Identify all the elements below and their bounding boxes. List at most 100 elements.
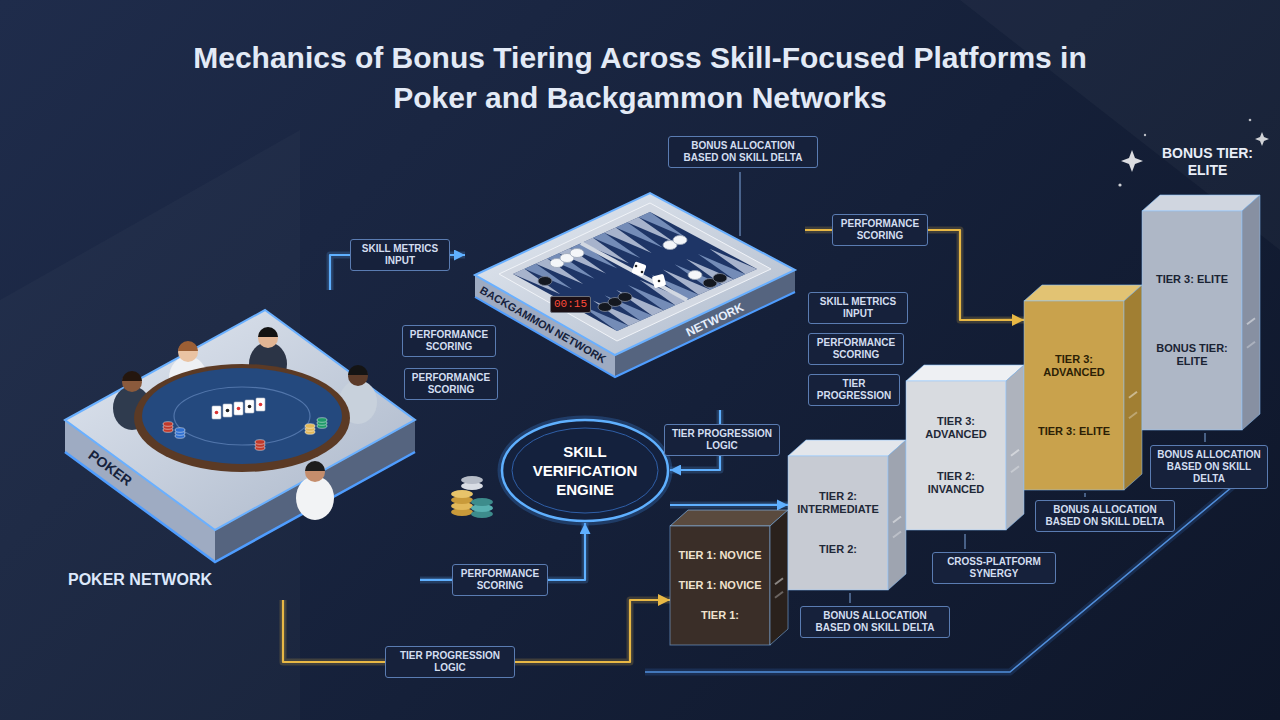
illustration-part <box>122 371 142 381</box>
illustration-part <box>175 428 185 433</box>
illustration-part <box>1085 493 1086 497</box>
illustration-part <box>234 402 243 415</box>
illustration-part <box>770 510 788 645</box>
illustration-part <box>710 249 757 274</box>
connector-line <box>670 504 788 506</box>
tier-text-stack: TIER 3: ADVANCEDTIER 3: ELITE <box>1028 307 1120 484</box>
illustration-part <box>1124 285 1142 490</box>
tier-heading: TIER 2: INTERMEDIATE <box>792 490 884 516</box>
tier-caption: TIER 2: <box>792 543 884 556</box>
illustration-part <box>212 406 221 419</box>
tier-text-stack: TIER 3: ADVANCED TIER 2: INVANCED <box>910 387 1002 524</box>
tier-block: TIER 1: NOVICETIER 1: NOVICETIER 1: <box>670 510 788 645</box>
poker-platform: POKERPOKER NETWORK <box>60 290 420 600</box>
callout-label: PERFORMANCE SCORING <box>404 368 498 400</box>
callout-label: BONUS ALLOCATION BASED ON SKILL DELTA <box>1150 445 1268 489</box>
illustration-part <box>1011 466 1019 472</box>
illustration-part <box>888 440 906 590</box>
illustration-part <box>788 456 888 590</box>
tier-caption: TIER 2: INVANCED <box>910 470 1002 496</box>
illustration-part <box>965 534 966 549</box>
illustration-part <box>178 341 198 351</box>
illustration-part <box>670 526 770 645</box>
node-outline <box>670 510 788 645</box>
illustration-part <box>461 476 483 484</box>
connector-label: SKILL METRICS INPUT <box>350 239 450 271</box>
illustration-part <box>775 592 783 598</box>
callout-label: BONUS ALLOCATION BASED ON SKILL DELTA <box>800 606 950 638</box>
tier-badge-label: BONUS TIER: ELITE <box>1150 145 1265 179</box>
illustration-part <box>512 428 658 513</box>
illustration-part <box>775 578 783 584</box>
illustration-part <box>258 328 278 348</box>
illustration-part <box>538 277 552 286</box>
tier-heading: TIER 3: ADVANCED <box>910 415 1002 441</box>
illustration-part <box>673 236 687 245</box>
tier-text-stack: TIER 2: INTERMEDIATE TIER 2: <box>792 462 884 584</box>
illustration-part <box>65 310 415 530</box>
illustration-part <box>906 365 1024 381</box>
illustration-part <box>451 490 473 498</box>
tier-heading: TIER 3: ADVANCED <box>1028 353 1120 379</box>
illustration-part <box>245 400 254 413</box>
illustration-part <box>1024 285 1142 301</box>
illustration-part <box>1142 195 1260 211</box>
callout-label: BONUS ALLOCATION BASED ON SKILL DELTA <box>1035 500 1175 532</box>
connector-label: TIER PROGRESSION LOGIC <box>664 424 780 456</box>
illustration-part <box>652 274 667 289</box>
illustration-part <box>688 271 702 280</box>
connector <box>670 504 788 505</box>
callout-label: BONUS ALLOCATION BASED ON SKILL DELTA <box>668 136 818 168</box>
illustration-part <box>740 172 741 236</box>
node-outline <box>1142 195 1260 430</box>
illustration-part <box>1142 211 1242 430</box>
connector-label: TIER PROGRESSION LOGIC <box>385 646 515 678</box>
illustration-part <box>788 440 906 456</box>
illustration-part <box>259 403 263 407</box>
node-outline <box>788 440 906 590</box>
illustration-part <box>670 510 788 526</box>
illustration-part <box>296 476 334 520</box>
backgammon-platform: BACKGAMMON NETWORKNETWORK <box>465 185 805 410</box>
illustration-part <box>631 261 646 276</box>
illustration-part <box>1006 365 1024 530</box>
illustration-part <box>248 405 252 409</box>
node-outline <box>1024 285 1142 490</box>
tier-heading: TIER 3: ELITE <box>1146 273 1238 286</box>
illustration-part <box>258 327 278 337</box>
illustration-part <box>237 407 241 411</box>
coin-stack <box>451 476 493 518</box>
tier-heading: TIER 1: NOVICE <box>674 549 766 562</box>
illustration-part <box>178 342 198 362</box>
illustration-part <box>1144 134 1146 136</box>
illustration-part <box>1129 412 1137 418</box>
tier-block: TIER 3: ADVANCED TIER 2: INVANCED <box>906 365 1024 530</box>
tier-text-stack: TIER 3: ELITEBONUS TIER: ELITE <box>1146 217 1238 424</box>
illustration-part <box>635 265 638 268</box>
illustration-part <box>348 366 368 386</box>
node-outline <box>60 290 420 600</box>
illustration-part <box>1247 342 1255 348</box>
illustration-part <box>174 387 310 445</box>
tier-block: TIER 3: ELITEBONUS TIER: ELITE <box>1142 195 1260 430</box>
illustration-part <box>1247 318 1255 324</box>
illustration-part <box>1242 195 1260 430</box>
illustration-part <box>1129 392 1137 398</box>
illustration-part <box>1255 132 1269 146</box>
illustration-part <box>475 193 795 355</box>
node-outline <box>906 365 1024 530</box>
floor-glow <box>645 462 1262 672</box>
illustration-part <box>122 372 142 392</box>
tier-block: TIER 2: INTERMEDIATE TIER 2: <box>788 440 906 590</box>
illustration-part <box>305 424 315 429</box>
illustration-part <box>142 368 342 464</box>
floor-line <box>645 462 1262 672</box>
illustration-part <box>618 293 632 302</box>
illustration-part <box>581 243 687 300</box>
callout-label: SKILL METRICS INPUT <box>808 292 908 324</box>
illustration-part <box>658 280 661 283</box>
illustration-part <box>215 411 219 415</box>
tier-block: TIER 3: ADVANCEDTIER 3: ELITE <box>1024 285 1142 490</box>
node-outline <box>465 185 805 410</box>
illustration-part <box>471 498 493 506</box>
